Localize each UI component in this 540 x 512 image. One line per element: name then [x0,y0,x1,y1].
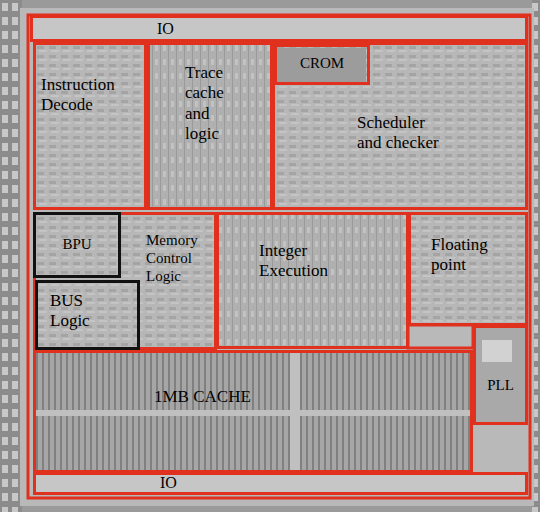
region-label: Trace cache and logic [185,63,237,145]
die-region: PLL [473,325,528,425]
region-label: Floating point [431,235,513,276]
die-region: Floating point [408,212,528,326]
die-region: 1MB CACHE [33,350,473,473]
die-region: IO [30,15,528,42]
die-region: Scheduler and checker CROM [272,42,528,210]
die-region: Integer Execution [216,212,409,349]
region-label: CROM [277,54,367,72]
die-region: BUS Logic [35,280,140,350]
die-region: Instruction Decode [33,42,147,210]
die-region: IO [33,472,528,495]
die-region: Trace cache and logic [147,42,273,210]
region-label: Scheduler and checker [357,113,447,154]
die-region: CROM [274,44,370,85]
region-label: Integer Execution [259,241,359,282]
region-label: BPU [36,235,118,253]
die-region: Memory Control Logic BPU BUS Logic [33,212,217,350]
region-label: BUS Logic [50,291,112,332]
region-label: 1MB CACHE [154,387,314,407]
region-label: Instruction Decode [41,75,141,116]
die-region: BPU [33,212,121,278]
region-label: PLL [476,376,525,394]
region-label: IO [157,20,217,38]
region-label: Memory Control Logic [146,231,214,285]
region-label: IO [160,475,220,492]
